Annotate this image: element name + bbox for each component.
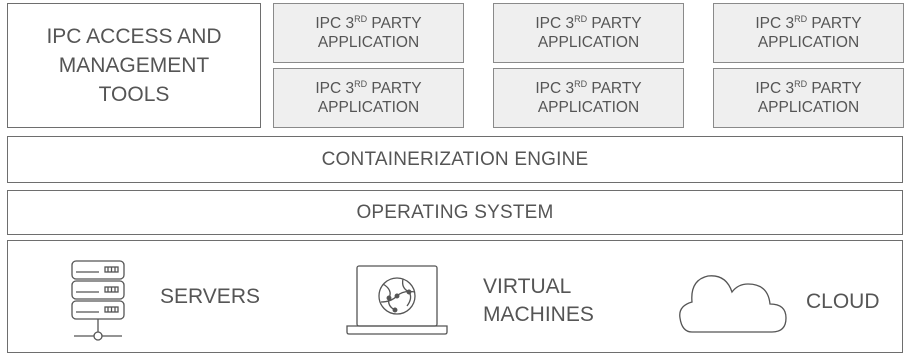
cloud-label: CLOUD [806,290,880,313]
management-line-1: IPC ACCESS AND [46,25,222,48]
operating-system-layer: OPERATING SYSTEM [7,190,903,235]
third-party-app-box: IPC 3RD PARTY APPLICATION [493,3,684,63]
management-tools-box: IPC ACCESS AND MANAGEMENT TOOLS [7,3,261,128]
third-party-app-box: IPC 3RD PARTY APPLICATION [273,68,464,128]
servers-label: SERVERS [160,285,260,308]
cloud-item: CLOUD [676,270,880,336]
third-party-app-box: IPC 3RD PARTY APPLICATION [273,3,464,63]
management-line-2: MANAGEMENT [58,54,210,77]
management-line-3: TOOLS [98,83,170,106]
servers-item: SERVERS [66,259,260,345]
server-stack-icon [71,260,125,341]
cloud-icon [679,275,787,333]
containerization-engine-layer: CONTAINERIZATION ENGINE [7,136,903,183]
infrastructure-layer [7,240,903,353]
third-party-app-box: IPC 3RD PARTY APPLICATION [713,68,904,128]
containerization-label: CONTAINERIZATION ENGINE [321,148,589,170]
operating-system-label: OPERATING SYSTEM [356,201,554,223]
third-party-app-box: IPC 3RD PARTY APPLICATION [493,68,684,128]
virtual-label: VIRTUAL [483,275,572,298]
third-party-app-box: IPC 3RD PARTY APPLICATION [713,3,904,63]
machines-label: MACHINES [483,303,594,326]
virtual-machines-item: VIRTUAL MACHINES [343,262,594,338]
laptop-globe-icon [346,265,448,335]
